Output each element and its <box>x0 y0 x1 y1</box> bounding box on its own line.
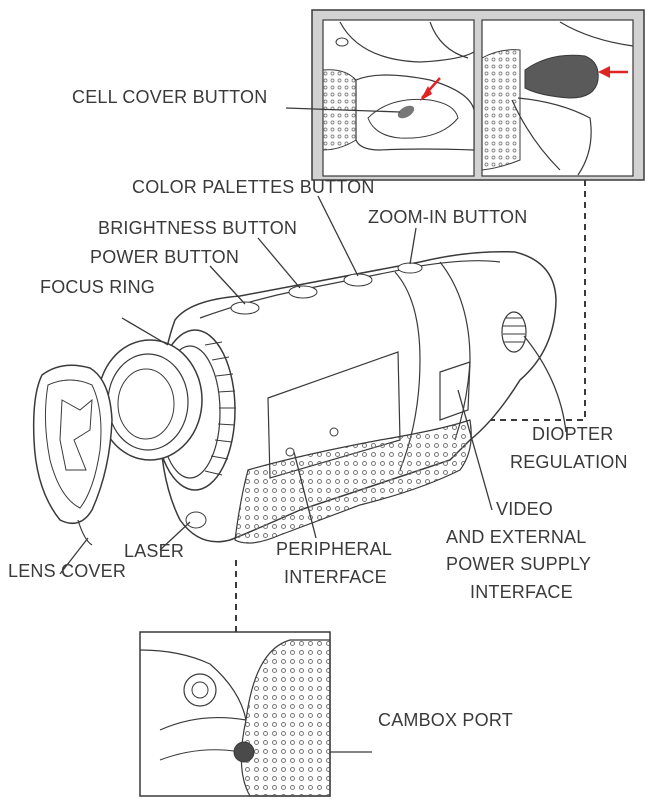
label-laser: LASER <box>124 541 185 561</box>
zoom-in-button-shape <box>397 262 423 274</box>
cell-cover-closed-image <box>322 19 475 177</box>
label-lens-cover: LENS COVER <box>8 561 127 581</box>
label-video-line4: INTERFACE <box>470 582 573 602</box>
cambox-inset <box>139 631 331 797</box>
video-leader <box>457 389 493 511</box>
laser-leader <box>159 521 191 551</box>
thermal-monocular-illustration <box>32 250 557 546</box>
label-focus-ring: FOCUS RING <box>40 277 156 297</box>
cell-cover-button-arrow <box>420 86 432 101</box>
zoom-in-leader <box>409 227 417 265</box>
cell-cover-open-arrow <box>598 66 610 78</box>
label-zoom-in-button: ZOOM-IN BUTTON <box>368 207 528 227</box>
inset-connector-line <box>488 180 586 421</box>
label-diopter-line1: DIOPTER <box>532 424 614 444</box>
label-peripheral-line1: PERIPHERAL <box>276 539 393 559</box>
lens-cover-leader <box>59 537 89 575</box>
diopter-leader <box>523 335 567 433</box>
cell-cover-inset <box>311 9 645 181</box>
label-brightness-button: BRIGHTNESS BUTTON <box>98 218 298 238</box>
focus-ring-leader <box>121 317 169 346</box>
power-button-shape <box>230 301 260 315</box>
brightness-button-shape <box>288 285 318 299</box>
label-color-palettes-button: COLOR PALETTES BUTTON <box>132 177 375 197</box>
color-palettes-leader <box>317 195 359 277</box>
label-video-line1: VIDEO <box>496 499 554 519</box>
power-leader <box>209 265 246 305</box>
label-video-line2: AND EXTERNAL <box>446 527 587 547</box>
brightness-leader <box>257 237 301 289</box>
color-palettes-button-shape <box>343 273 373 287</box>
peripheral-leader <box>293 451 317 539</box>
label-power-button: POWER BUTTON <box>90 247 240 267</box>
label-cambox-port: CAMBOX PORT <box>378 710 513 730</box>
label-diopter-line2: REGULATION <box>510 452 628 472</box>
cambox-port-shape <box>233 741 255 763</box>
label-cell-cover-button: CELL COVER BUTTON <box>72 87 268 107</box>
cell-cover-leader <box>285 107 401 113</box>
label-peripheral-line2: INTERFACE <box>284 567 387 587</box>
label-video-line3: POWER SUPPLY <box>446 554 592 574</box>
cell-cover-open-image <box>481 19 634 177</box>
